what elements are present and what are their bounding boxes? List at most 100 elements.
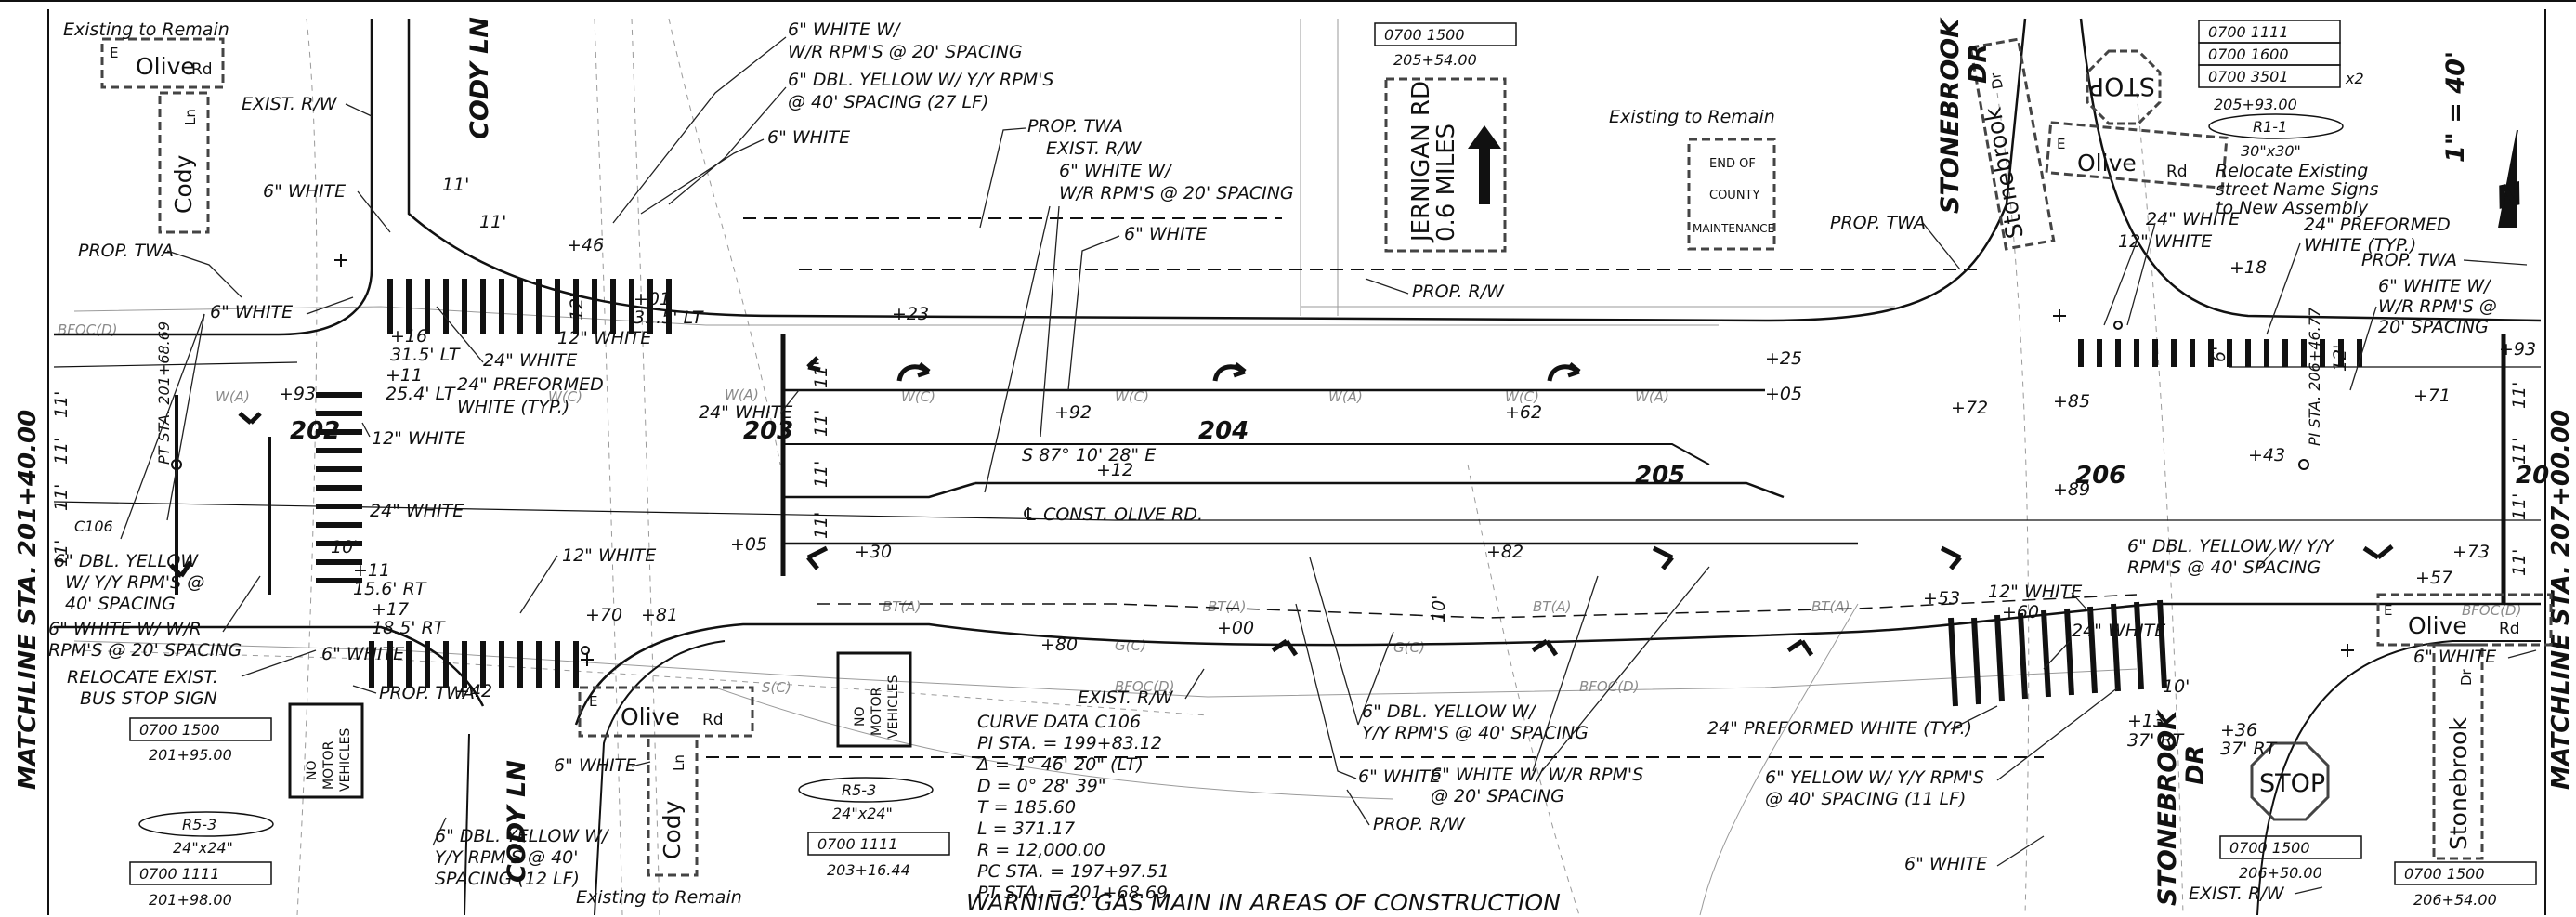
note: W/R RPM'S @ 20' SPACING — [1059, 183, 1294, 203]
offset: 15.6' RT — [353, 579, 427, 599]
stop-text: STOP — [2259, 769, 2325, 798]
note: W/ Y/Y RPM'S @ — [65, 572, 204, 593]
post-code: 0700 1500 — [1384, 26, 1465, 44]
dimension: 11' — [51, 438, 72, 465]
ghost-label: BT(A) — [1811, 598, 1850, 615]
sign-size: 24"x24" — [832, 805, 893, 822]
offset: +36 — [2220, 720, 2257, 740]
street-label-cody-bottom: CODY LN — [503, 760, 531, 883]
offset: +92 — [1054, 402, 1092, 423]
curve-line: R = 12,000.00 — [977, 840, 1105, 860]
post-code: 0700 1500 — [2404, 865, 2485, 883]
offset: +71 — [2413, 386, 2451, 406]
note: @ 40' SPACING (11 LF) — [1765, 789, 1966, 809]
sign-street: Olive — [2408, 612, 2467, 639]
sign-size: 24"x24" — [173, 839, 233, 857]
note: SPACING (12 LF) — [435, 869, 580, 889]
sign-stop-top: STOP — [2086, 49, 2162, 125]
offset: +85 — [2053, 391, 2090, 412]
note: 12" WHITE — [2118, 231, 2212, 252]
curve-data-block: CURVE DATA C106 PI STA. = 199+83.12 Δ = … — [975, 712, 1170, 903]
note: @ 20' SPACING — [1431, 786, 1564, 806]
note: 6" WHITE W/ — [2378, 276, 2492, 296]
ghost-label: BFOC(D) — [2462, 602, 2521, 619]
no-motor-line: VEHICLES — [338, 728, 353, 793]
post-station: 205+93.00 — [2214, 96, 2297, 113]
sign-street: Cody — [659, 800, 686, 859]
dimension: 10' — [331, 537, 358, 557]
station-number: 206 — [2075, 462, 2125, 490]
sign-end-county-line: MAINTENANCE — [1693, 222, 1774, 235]
existing-features — [73, 18, 2184, 916]
offset: +13 — [2127, 711, 2164, 731]
post-station: 201+95.00 — [149, 746, 232, 764]
sign-jernigan-line2: 0.6 MILES — [1432, 124, 1460, 242]
dimension: 6' — [2209, 347, 2229, 362]
offset: +80 — [1040, 635, 1078, 655]
note: PROP. TWA — [1027, 116, 1123, 137]
note: PROP. R/W — [1412, 282, 1505, 302]
offset: +30 — [855, 542, 892, 562]
note: 6" DBL. YELLOW W/ — [435, 826, 610, 846]
post-table-20650: 0700 1500 206+50.00 — [2219, 835, 2362, 882]
offset: +43 — [2248, 445, 2285, 465]
offset: +57 — [2415, 568, 2452, 588]
post-station: 205+54.00 — [1393, 51, 1477, 69]
offset: +16 — [390, 326, 427, 347]
note: 6" WHITE — [767, 127, 850, 148]
sign-prefix: E — [2057, 136, 2065, 152]
sign-size: 30"x30" — [2241, 142, 2301, 160]
sign-prefix: E — [2384, 602, 2392, 619]
street-label-stonebrook-bottom: DR — [2181, 745, 2210, 785]
note: 6" WHITE — [1904, 854, 1987, 874]
sign-olive-top-right: E Olive Rd — [2045, 121, 2229, 190]
sign-suffix: Dr — [2458, 668, 2475, 686]
dimension: 12' — [2330, 345, 2350, 372]
ghost-label: W(A) — [1328, 388, 1363, 405]
post-station: 203+16.44 — [827, 861, 910, 879]
note: EXIST. R/W — [1046, 138, 1143, 159]
street-label-cody-top: CODY LN — [465, 17, 494, 139]
note: PROP. TWA — [78, 241, 174, 261]
sign-code: R5-3 — [182, 816, 216, 833]
dimension: 11' — [51, 484, 72, 511]
street-label-stonebrook-top: DR — [1964, 44, 1993, 84]
note: street Name Signs — [2216, 179, 2379, 200]
sign-no-motor-left: NO MOTOR VEHICLES — [288, 702, 364, 799]
sign-suffix: Rd — [191, 60, 213, 79]
sign-cody-bottom: Cody Ln — [647, 734, 699, 877]
ghost-label: W(C) — [548, 388, 582, 405]
offset: 18.5' RT — [372, 618, 446, 638]
post-station: 201+98.00 — [149, 891, 232, 909]
ghost-label: BT(A) — [1533, 598, 1571, 615]
curve-line: PI STA. = 199+83.12 — [977, 733, 1162, 753]
note: 24" WHITE — [2072, 621, 2165, 641]
scale-label: 1" = 40' — [2441, 51, 2470, 163]
note: EXIST. R/W — [242, 94, 338, 114]
sign-street: Stonebrook — [1979, 105, 2028, 241]
note: RPM'S @ 20' SPACING — [48, 640, 242, 661]
no-motor-line: MOTOR — [321, 740, 336, 790]
pi-station: PI STA. 206+46.77 — [2306, 307, 2323, 446]
note: 6" WHITE W/ W/R — [48, 619, 202, 639]
roadway — [53, 18, 2542, 916]
sign-olive-bottom: E Olive Rd — [578, 686, 754, 738]
offset: +12 — [1096, 460, 1133, 480]
ghost-label: BFOC(D) — [1115, 678, 1174, 695]
ghost-label: BT(A) — [1208, 598, 1246, 615]
note: to New Assembly — [2216, 198, 2369, 218]
no-motor-line: NO — [853, 707, 868, 727]
note: 6" WHITE — [210, 302, 293, 322]
ghost-label: W(C) — [901, 388, 935, 405]
offset: +93 — [2499, 339, 2536, 360]
post-qty: x2 — [2345, 70, 2364, 87]
note: 12" WHITE — [562, 545, 656, 566]
offset: +25 — [1765, 348, 1802, 369]
offset: +01 — [634, 289, 671, 309]
sign-stonebrook-bottom: Stonebrook Dr — [2432, 643, 2484, 860]
north-arrow-icon: N — [2493, 129, 2527, 229]
note: Existing to Remain — [63, 20, 229, 40]
offset: +05 — [1765, 384, 1802, 404]
note: 12" WHITE — [1988, 582, 2082, 602]
